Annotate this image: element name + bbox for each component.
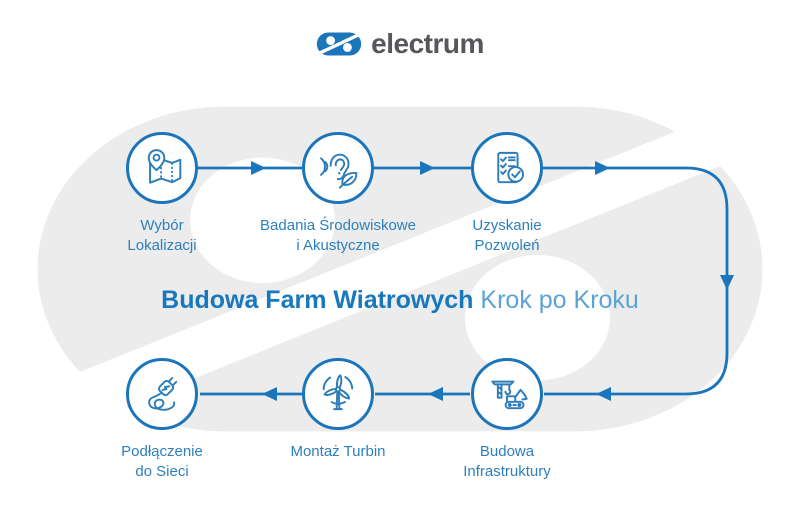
arrowhead-right-3 xyxy=(595,161,610,175)
step2-circle xyxy=(302,132,374,204)
brand-wordmark: electrum xyxy=(371,28,484,59)
connector-step3-step4 xyxy=(543,166,729,396)
electrum-watermark-logo xyxy=(25,85,775,453)
infographic-title: Budowa Farm Wiatrowych Krok po Kroku xyxy=(0,286,800,314)
arrowhead-right-2 xyxy=(420,161,435,175)
step1-circle xyxy=(126,132,198,204)
step5-label: Montaż Turbin xyxy=(290,443,386,460)
arrowhead-left-1 xyxy=(596,387,611,401)
step6-circle xyxy=(126,358,198,430)
arrowhead-left-2 xyxy=(428,387,443,401)
crane-excavator-icon xyxy=(491,380,528,410)
checklist-icon xyxy=(497,151,525,184)
map-location-icon xyxy=(147,149,182,184)
step3-circle xyxy=(471,132,543,204)
step4-circle xyxy=(471,358,543,430)
step6-label: Podłączenie do Sieci xyxy=(121,443,203,480)
step2-label: Badania Środowiskowe i Akustyczne xyxy=(260,217,416,254)
step1-label: Wybór Lokalizacji xyxy=(127,217,197,254)
arrowhead-left-3 xyxy=(262,387,277,401)
step4-label: Budowa Infrastruktury xyxy=(463,443,551,480)
step3-label: Uzyskanie Pozwoleń xyxy=(472,217,542,254)
step5-circle xyxy=(302,358,374,430)
title-light-part: Krok po Kroku xyxy=(480,286,639,314)
arrowhead-right-1 xyxy=(251,161,266,175)
arrowhead-down xyxy=(720,275,734,290)
electrum-logo-icon xyxy=(316,31,363,57)
wind-turbine-icon xyxy=(322,374,354,411)
brand-logo: electrum xyxy=(0,30,800,58)
ear-leaf-icon xyxy=(320,153,358,189)
power-plug-icon xyxy=(148,377,178,411)
title-bold-part: Budowa Farm Wiatrowych xyxy=(161,286,474,314)
